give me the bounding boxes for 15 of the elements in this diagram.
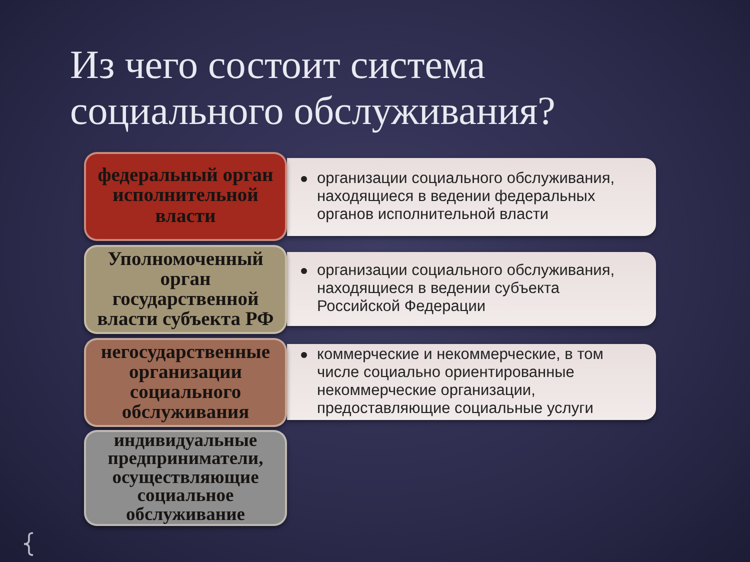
category-box bbox=[84, 245, 287, 334]
category-box bbox=[84, 430, 287, 526]
description-text: коммерческие и некоммерческие, в том числе социально ориентированные некоммерческие организации, предоставляющие социальные услуги bbox=[317, 346, 604, 418]
category-text: индивидуальные предприниматели, осуществляющие социальное обслуживание bbox=[106, 432, 264, 524]
category-box bbox=[84, 152, 287, 241]
category-text: Уполномоченный орган государственной власти субъекта РФ bbox=[96, 250, 275, 330]
category-box bbox=[84, 338, 287, 427]
description-text: организации социального обслуживания, находящиеся в ведении субъекта Российской Федерации bbox=[317, 262, 616, 316]
description-box bbox=[287, 344, 656, 420]
slide-title: Из чего состоит система социального обслуживания? bbox=[70, 42, 556, 134]
description-text: организации социального обслуживания, находящиеся в ведении федеральных органов исполнительной власти bbox=[317, 170, 616, 224]
category-text: негосударственные организации социального обслуживания bbox=[100, 342, 272, 422]
description-box bbox=[287, 158, 656, 236]
description-box bbox=[287, 252, 656, 326]
category-text: федеральный орган исполнительной власти bbox=[96, 166, 274, 228]
